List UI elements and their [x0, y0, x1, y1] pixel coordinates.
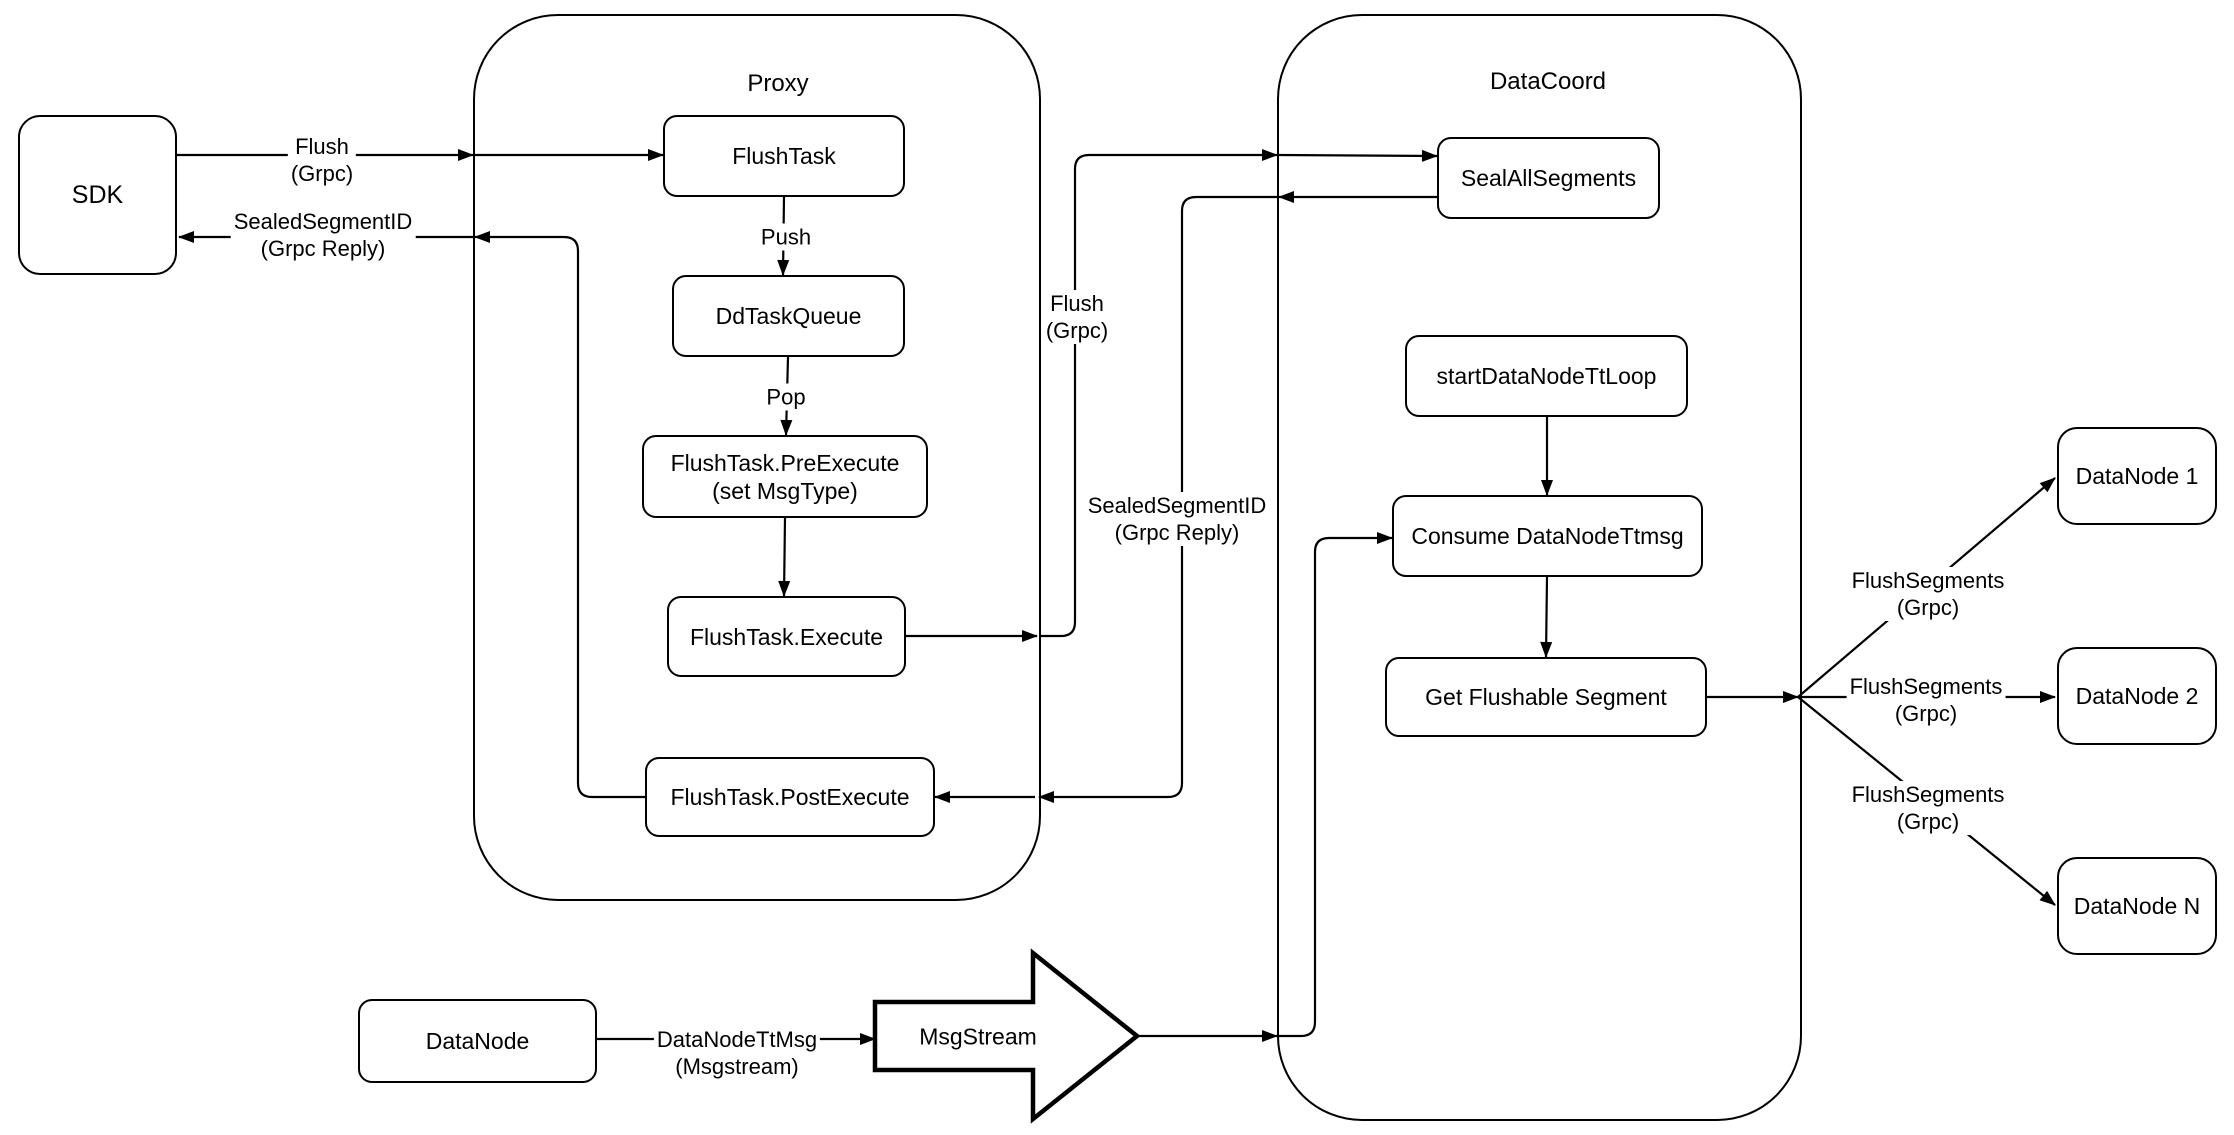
node-sealallsegments-label: SealAllSegments: [1460, 165, 1637, 191]
node-getflushablesegment: Get Flushable Segment: [1385, 657, 1707, 737]
node-consumedatanodettmsg-label: Consume DataNodeTtmsg: [1411, 523, 1684, 549]
edge-label-flush-coord: Flush (Grpc): [1042, 290, 1112, 344]
node-datanode-source: DataNode: [358, 999, 597, 1083]
node-execute: FlushTask.Execute: [667, 596, 906, 677]
node-sealallsegments: SealAllSegments: [1437, 137, 1660, 219]
node-preexecute: FlushTask.PreExecute (set MsgType): [642, 435, 928, 518]
edge-label-flushsegments-2-line2: (Grpc): [1894, 701, 1958, 726]
proxy-container-title: Proxy: [747, 70, 809, 97]
node-flushtask: FlushTask: [663, 115, 905, 197]
edge-label-flushsegments-2-line1: FlushSegments: [1849, 674, 2003, 699]
node-startdatanodettloop-label: startDataNodeTtLoop: [1436, 363, 1657, 389]
node-flushtask-label: FlushTask: [732, 143, 836, 169]
edge-label-datanodettmsg: DataNodeTtMsg (Msgstream): [653, 1026, 821, 1080]
node-execute-label: FlushTask.Execute: [689, 623, 884, 650]
node-ddtaskqueue-label: DdTaskQueue: [715, 303, 862, 329]
node-datanode-source-label: DataNode: [425, 1028, 530, 1054]
msgstream-label: MsgStream: [919, 1024, 1037, 1051]
edge-label-flush-coord-line1: Flush: [1050, 291, 1104, 316]
node-datanode2: DataNode 2: [2057, 647, 2217, 745]
node-sdk-label: SDK: [71, 181, 124, 209]
edge-label-flush-sdk-line2: (Grpc): [290, 161, 354, 186]
edge-label-flushsegments-3-line1: FlushSegments: [1851, 782, 2005, 807]
datacoord-container-title: DataCoord: [1489, 68, 1607, 95]
node-datanoden: DataNode N: [2057, 857, 2217, 955]
edge-flush-up: [1039, 149, 1278, 638]
edge-label-sealed-coord: SealedSegmentID (Grpc Reply): [1084, 492, 1270, 546]
edge-label-flushsegments-1-line1: FlushSegments: [1851, 568, 2005, 593]
edge-flush-to-sealall: [1278, 149, 1438, 162]
node-datanode2-label: DataNode 2: [2075, 683, 2199, 709]
node-datanode1: DataNode 1: [2057, 427, 2217, 525]
node-getflushablesegment-label: Get Flushable Segment: [1425, 684, 1667, 710]
edge-post-to-proxyborder: [474, 231, 645, 799]
datacoord-container: [1277, 14, 1802, 1121]
edge-border-up-to-consume: [1279, 532, 1393, 1038]
edge-label-flush-sdk-line1: Flush: [295, 134, 349, 159]
node-postexecute-label: FlushTask.PostExecute: [670, 784, 910, 810]
node-preexecute-label-line2: (set MsgType): [712, 477, 858, 504]
edge-label-sealed-coord-line2: (Grpc Reply): [1114, 520, 1240, 545]
edge-label-flushsegments-3: FlushSegments (Grpc): [1848, 781, 2008, 835]
edge-label-flushsegments-3-line2: (Grpc): [1896, 809, 1960, 834]
edge-label-flush-coord-line2: (Grpc): [1045, 318, 1109, 343]
edge-label-datanodettmsg-line2: (Msgstream): [675, 1054, 799, 1079]
proxy-container: [473, 14, 1041, 901]
node-consumedatanodettmsg: Consume DataNodeTtmsg: [1392, 495, 1703, 577]
edge-label-flushsegments-1: FlushSegments (Grpc): [1848, 567, 2008, 621]
edge-label-sealed-sdk-line2: (Grpc Reply): [260, 236, 386, 261]
edge-label-sealed-coord-line1: SealedSegmentID: [1087, 493, 1267, 518]
edge-pre-to-execute: [778, 517, 791, 597]
node-postexecute: FlushTask.PostExecute: [645, 757, 935, 837]
edge-label-flushsegments-2: FlushSegments (Grpc): [1846, 673, 2006, 727]
edge-label-datanodettmsg-line1: DataNodeTtMsg: [656, 1027, 818, 1052]
edge-label-push: Push: [757, 223, 815, 251]
node-sdk: SDK: [18, 115, 177, 275]
edge-label-pop: Pop: [763, 383, 809, 411]
msgstream-arrow-shape: [872, 948, 1141, 1124]
edge-label-sealed-sdk: SealedSegmentID (Grpc Reply): [230, 208, 416, 262]
node-datanode1-label: DataNode 1: [2075, 463, 2199, 489]
msgstream-label-text: MsgStream: [919, 1023, 1037, 1050]
node-ddtaskqueue: DdTaskQueue: [672, 275, 905, 357]
edge-label-flush-sdk: Flush (Grpc): [287, 133, 357, 187]
node-datanoden-label: DataNode N: [2073, 893, 2201, 919]
node-preexecute-label-line1: FlushTask.PreExecute: [670, 449, 900, 476]
edge-label-flushsegments-1-line2: (Grpc): [1896, 595, 1960, 620]
edge-label-sealed-sdk-line1: SealedSegmentID: [233, 209, 413, 234]
edge-consume-to-get: [1540, 576, 1553, 658]
node-startdatanodettloop: startDataNodeTtLoop: [1405, 335, 1688, 417]
